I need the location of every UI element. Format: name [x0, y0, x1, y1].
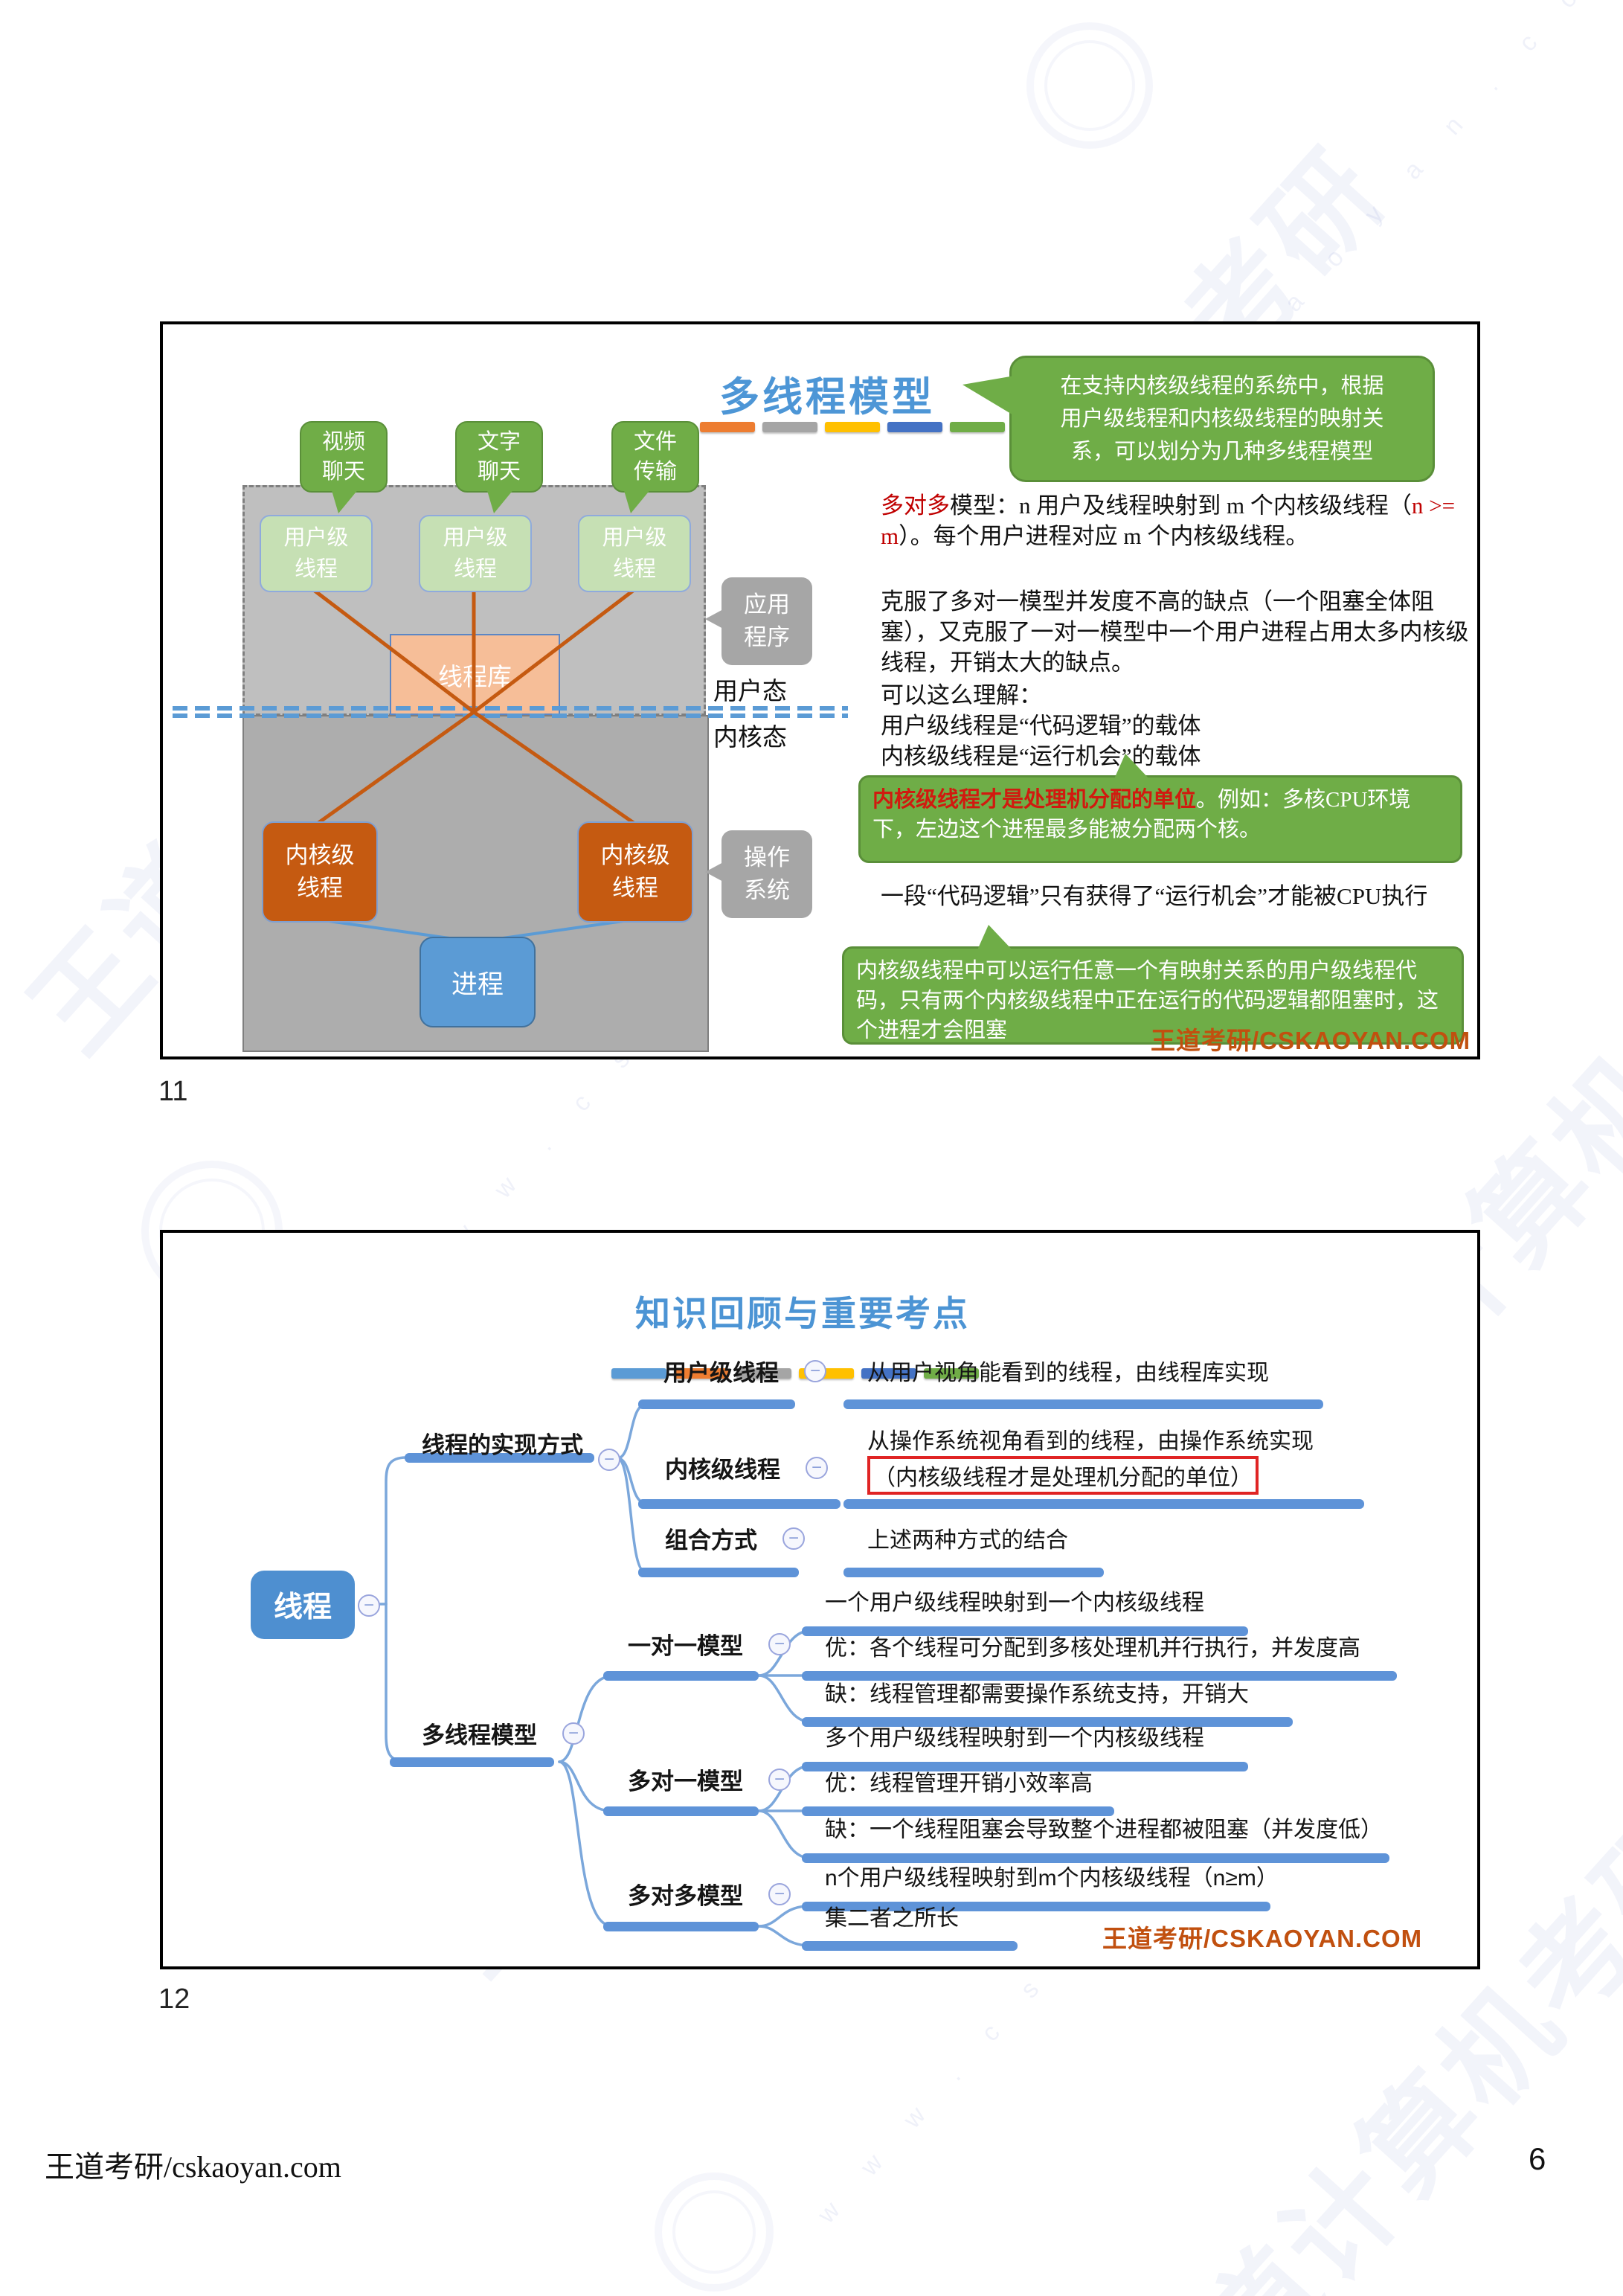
node-multithread-models[interactable]: 多线程模型 −: [422, 1716, 585, 1750]
model-description: 多对多模型：n 用户及线程映射到 m 个内核级线程（n >= m）。每个用户进程…: [881, 493, 1456, 549]
slide-11: 多线程模型 在支持内核级线程的系统中，根据 用户级线程和内核级线程的映射关 系，…: [160, 321, 1480, 1059]
leaf-kernel-thread-1: 从操作系统视角看到的线程，由操作系统实现: [867, 1429, 1314, 1454]
collapse-icon[interactable]: −: [768, 1882, 791, 1905]
node-bar: [405, 1453, 594, 1463]
user-thread-box-2: 用户级 线程: [419, 515, 532, 592]
user-thread-box-1: 用户级 线程: [260, 515, 373, 592]
slide1-page-number: 11: [158, 1076, 188, 1107]
leaf-many-to-one-con: 缺：一个线程阻塞会导致整个进程都被阻塞（并发度低）: [825, 1818, 1383, 1842]
node-many-to-many[interactable]: 多对多模型 −: [628, 1877, 791, 1911]
leaf-bar: [843, 1568, 1104, 1577]
process-box: 进程: [420, 937, 536, 1027]
kernel-thread-box-1: 内核级 线程: [262, 821, 378, 923]
callout-tail-left: [705, 862, 724, 882]
leaf-user-thread: 从用户视角能看到的线程，由线程库实现: [867, 1361, 1269, 1385]
node-bar: [638, 1499, 841, 1509]
node-bar: [638, 1568, 799, 1577]
node-one-to-one[interactable]: 一对一模型 −: [628, 1627, 791, 1661]
brand-watermark: 王道考研/CSKAOYAN.COM: [1151, 1027, 1471, 1054]
bubble-video-chat: 视频 聊天: [300, 421, 388, 513]
leaf-many-to-one-desc: 多个用户级线程映射到一个内核级线程: [825, 1726, 1204, 1751]
application-callout: 应用 程序: [705, 577, 812, 665]
leaf-one-to-one-desc: 一个用户级线程映射到一个内核级线程: [825, 1591, 1204, 1615]
collapse-icon[interactable]: −: [768, 1632, 791, 1655]
bubble-file-transfer: 文件 传输: [611, 421, 699, 513]
leaf-bar: [802, 1806, 1114, 1816]
callout-tail-left: [962, 376, 1015, 416]
highlight-red-box: （内核级线程才是处理机分配的单位）: [867, 1456, 1259, 1495]
leaf-many-to-many-desc: n个用户级线程映射到m个内核级线程（n≥m）: [825, 1866, 1279, 1891]
leaf-bar: [843, 1399, 1323, 1409]
thread-library-box: 线程库: [390, 634, 560, 715]
leaf-many-to-many-strength: 集二者之所长: [825, 1906, 959, 1931]
red-formula: n >= m: [881, 493, 1456, 549]
kernel-mode-label: 内核态: [713, 725, 787, 751]
slide2-title: 知识回顾与重要考点: [635, 1295, 970, 1334]
collapse-icon[interactable]: −: [806, 1456, 828, 1479]
kernel-thread-box-2: 内核级 线程: [577, 821, 693, 923]
collapse-icon[interactable]: −: [562, 1722, 585, 1745]
leaf-combined: 上述两种方式的结合: [867, 1528, 1068, 1553]
node-impl-method[interactable]: 线程的实现方式: [422, 1432, 583, 1458]
collapse-icon[interactable]: −: [598, 1449, 620, 1471]
node-many-to-one[interactable]: 多对一模型 −: [628, 1763, 791, 1796]
leaf-bar: [802, 1902, 1270, 1911]
bubble-tail: [486, 488, 515, 513]
leaf-bar: [802, 1626, 1248, 1636]
node-combined[interactable]: 组合方式 −: [665, 1521, 805, 1555]
leaf-bar: [802, 1762, 1248, 1771]
callout-tail-left: [705, 609, 724, 629]
footer-brand: 王道考研/cskaoyan.com: [45, 2150, 341, 2184]
slide1-title: 多线程模型: [719, 375, 935, 420]
leaf-bar: [802, 1853, 1389, 1863]
user-mode-label: 用户态: [713, 679, 787, 705]
leaf-one-to-one-pro: 优：各个线程可分配到多核处理机并行执行，并发度高: [825, 1636, 1360, 1661]
model-advantage-paragraph: 克服了多对一模型并发度不高的缺点（一个阻塞全体阻塞），又克服了一对一模型中一个用…: [881, 589, 1469, 676]
collapse-icon[interactable]: −: [782, 1527, 805, 1550]
understanding-paragraph: 可以这么理解： 用户级线程是“代码逻辑”的载体 内核级线程是“运行机会”的载体: [881, 682, 1201, 769]
node-bar: [638, 1399, 795, 1409]
intro-callout: 在支持内核级线程的系统中，根据 用户级线程和内核级线程的映射关 系，可以划分为几…: [962, 356, 1435, 482]
slide2-page-number: 12: [158, 1984, 190, 2015]
node-bar: [603, 1806, 759, 1816]
watermark-seal: [1026, 22, 1153, 149]
bubble-tail: [623, 488, 652, 513]
leaf-bar: [802, 1717, 1293, 1727]
slide-12: 知识回顾与重要考点: [160, 1230, 1480, 1969]
leaf-kernel-thread-2: （内核级线程才是处理机分配的单位）: [867, 1456, 1259, 1495]
leaf-bar: [802, 1941, 1018, 1951]
title-color-bars: [637, 422, 1005, 432]
node-bar: [390, 1757, 554, 1767]
bubble-text-chat: 文字 聊天: [455, 421, 543, 513]
leaf-bar: [843, 1499, 1364, 1509]
os-callout: 操作 系统: [705, 830, 812, 918]
green-note-allocation: 内核级线程才是处理机分配的单位。例如：多核CPU环境下，左边这个进程最多能被分配…: [858, 754, 1462, 863]
brand-watermark: 王道考研/CSKAOYAN.COM: [1102, 1925, 1423, 1952]
node-user-thread[interactable]: 用户级线程 −: [663, 1354, 826, 1388]
green-note-blocking: 内核级线程中可以运行任意一个有映射关系的用户级线程代码，只有两个内核级线程中正在…: [842, 925, 1464, 1045]
leaf-many-to-one-pro: 优：线程管理开销小效率高: [825, 1771, 1093, 1796]
user-thread-box-3: 用户级 线程: [578, 515, 691, 592]
footer-page-number: 6: [1529, 2141, 1546, 2176]
note-tail: [977, 925, 1014, 952]
leaf-one-to-one-con: 缺：线程管理都需要操作系统支持，开销大: [825, 1682, 1249, 1707]
note-tail: [1113, 754, 1151, 780]
node-bar: [603, 1922, 759, 1931]
collapse-icon[interactable]: −: [358, 1594, 380, 1617]
node-bar: [603, 1671, 759, 1681]
red-term: 多对多: [881, 493, 950, 519]
collapse-icon[interactable]: −: [768, 1768, 791, 1791]
watermark-seal: [655, 2172, 774, 2292]
mindmap-root-thread[interactable]: 线程: [251, 1571, 355, 1639]
node-kernel-thread[interactable]: 内核级线程 −: [665, 1451, 828, 1484]
cpu-execution-paragraph: 一段“代码逻辑”只有获得了“运行机会”才能被CPU执行: [881, 883, 1428, 909]
leaf-bar: [802, 1671, 1397, 1681]
bubble-tail: [331, 488, 359, 513]
collapse-icon[interactable]: −: [804, 1359, 826, 1382]
